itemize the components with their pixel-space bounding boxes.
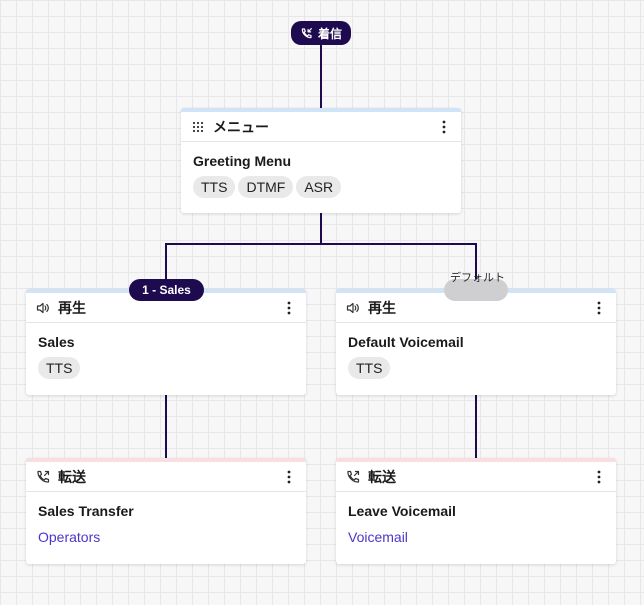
tag-tts: TTS <box>193 176 236 198</box>
more-options-icon[interactable] <box>437 118 451 136</box>
play-node-header[interactable]: 再生 <box>26 293 306 323</box>
transfer-node-name: Leave Voicemail <box>348 503 456 519</box>
menu-node-tags: TTS DTMF ASR <box>193 176 449 198</box>
more-options-icon[interactable] <box>282 299 296 317</box>
transfer-node-header[interactable]: 転送 <box>26 462 306 492</box>
transfer-node-type-label: 転送 <box>58 468 86 485</box>
tag-tts: TTS <box>348 357 391 379</box>
tag-tts: TTS <box>38 357 81 379</box>
play-node-tags: TTS <box>348 357 604 379</box>
edge-label-text: デフォルト <box>450 272 505 284</box>
transfer-node-type-label: 転送 <box>368 468 396 485</box>
tag-dtmf: DTMF <box>238 176 294 198</box>
menu-node-type-label: メニュー <box>213 118 269 135</box>
speaker-icon <box>36 301 50 315</box>
transfer-node-name: Sales Transfer <box>38 503 134 519</box>
more-options-icon[interactable] <box>592 299 606 317</box>
incoming-call-icon <box>301 27 312 38</box>
tag-asr: ASR <box>296 176 342 198</box>
play-node-type-label: 再生 <box>58 299 86 316</box>
transfer-target-link[interactable]: Operators <box>38 529 101 545</box>
play-node-header[interactable]: 再生 <box>336 293 616 323</box>
menu-node-name: Greeting Menu <box>193 153 292 169</box>
more-options-icon[interactable] <box>282 468 296 486</box>
dial-pad-icon <box>191 120 205 134</box>
edge-label-text: 1 - Sales <box>142 283 191 297</box>
edge-label-option-1[interactable]: 1 - Sales <box>129 279 204 301</box>
play-node-type-label: 再生 <box>368 299 396 316</box>
speaker-icon <box>346 301 360 315</box>
call-transfer-icon <box>346 470 360 484</box>
play-node-sales[interactable]: 再生 Sales TTS <box>26 289 306 395</box>
play-node-tags: TTS <box>38 357 294 379</box>
connector-menu-branches <box>165 212 477 290</box>
play-node-name: Default Voicemail <box>348 334 464 350</box>
transfer-node-header[interactable]: 転送 <box>336 462 616 492</box>
transfer-node-sales[interactable]: 転送 Sales Transfer Operators <box>26 458 306 564</box>
edge-label-default[interactable]: デフォルト <box>444 272 508 301</box>
more-options-icon[interactable] <box>592 468 606 486</box>
incoming-call-start-pill[interactable]: 着信 <box>291 21 352 45</box>
transfer-node-voicemail[interactable]: 転送 Leave Voicemail Voicemail <box>336 458 616 564</box>
transfer-target-link[interactable]: Voicemail <box>348 529 408 545</box>
menu-node-header[interactable]: メニュー <box>181 112 461 142</box>
start-label: 着信 <box>318 26 343 41</box>
play-node-default-voicemail[interactable]: 再生 Default Voicemail TTS <box>336 289 616 395</box>
menu-node[interactable]: メニュー Greeting Menu TTS DTMF ASR <box>181 108 461 213</box>
play-node-name: Sales <box>38 334 75 350</box>
call-transfer-icon <box>36 470 50 484</box>
